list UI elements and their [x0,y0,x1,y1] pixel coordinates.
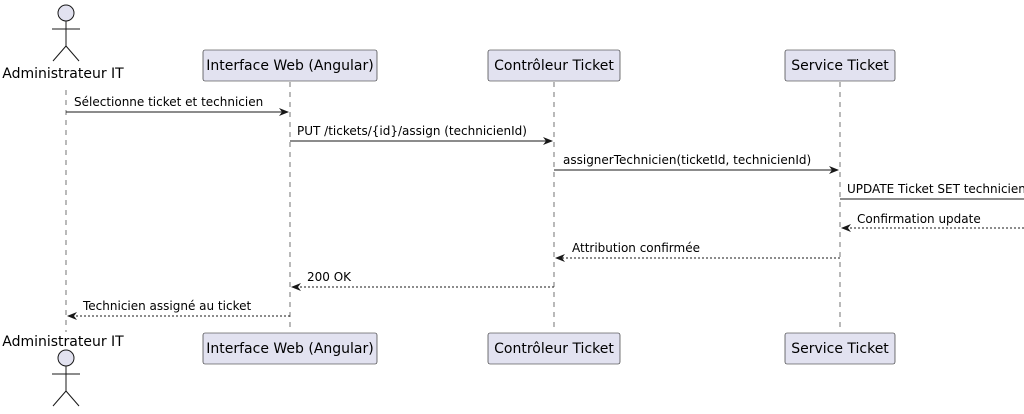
actor-label-top: Administrateur IT [2,66,124,82]
message-label: UPDATE Ticket SET technicienId [847,182,1024,196]
message-2: PUT /tickets/{id}/assign (technicienId) [290,124,553,145]
participant-label: Interface Web (Angular) [206,341,373,357]
participant-service-ticket-top: Service Ticket [784,49,896,82]
message-label: Attribution confirmée [572,241,700,255]
actor-icon-bottom [52,349,80,407]
message-6: Attribution confirmée [555,241,840,262]
participant-service-ticket-bottom: Service Ticket [784,332,896,365]
message-5: Confirmation update [841,212,1024,232]
participant-interface-web-top: Interface Web (Angular) [202,49,378,82]
participant-label: Service Ticket [791,58,889,74]
message-4: UPDATE Ticket SET technicienId [840,182,1024,200]
participant-label: Contrôleur Ticket [494,58,614,74]
message-label: Confirmation update [857,212,981,226]
actor-label-bottom: Administrateur IT [2,334,124,350]
message-label: 200 OK [307,270,352,284]
participant-label: Service Ticket [791,341,889,357]
participant-controleur-ticket-bottom: Contrôleur Ticket [487,332,621,365]
message-label: Technicien assigné au ticket [82,299,251,313]
message-label: Sélectionne ticket et technicien [74,95,263,109]
participant-label: Contrôleur Ticket [494,341,614,357]
message-label: PUT /tickets/{id}/assign (technicienId) [297,124,527,138]
participant-label: Interface Web (Angular) [206,58,373,74]
actor-icon-top [52,4,80,62]
participant-controleur-ticket-top: Contrôleur Ticket [487,49,621,82]
message-7: 200 OK [291,270,554,291]
participant-interface-web-bottom: Interface Web (Angular) [202,332,378,365]
message-label: assignerTechnicien(ticketId, technicienI… [563,153,811,167]
message-1: Sélectionne ticket et technicien [66,95,289,116]
message-8: Technicien assigné au ticket [67,299,290,320]
message-3: assignerTechnicien(ticketId, technicienI… [554,153,839,174]
